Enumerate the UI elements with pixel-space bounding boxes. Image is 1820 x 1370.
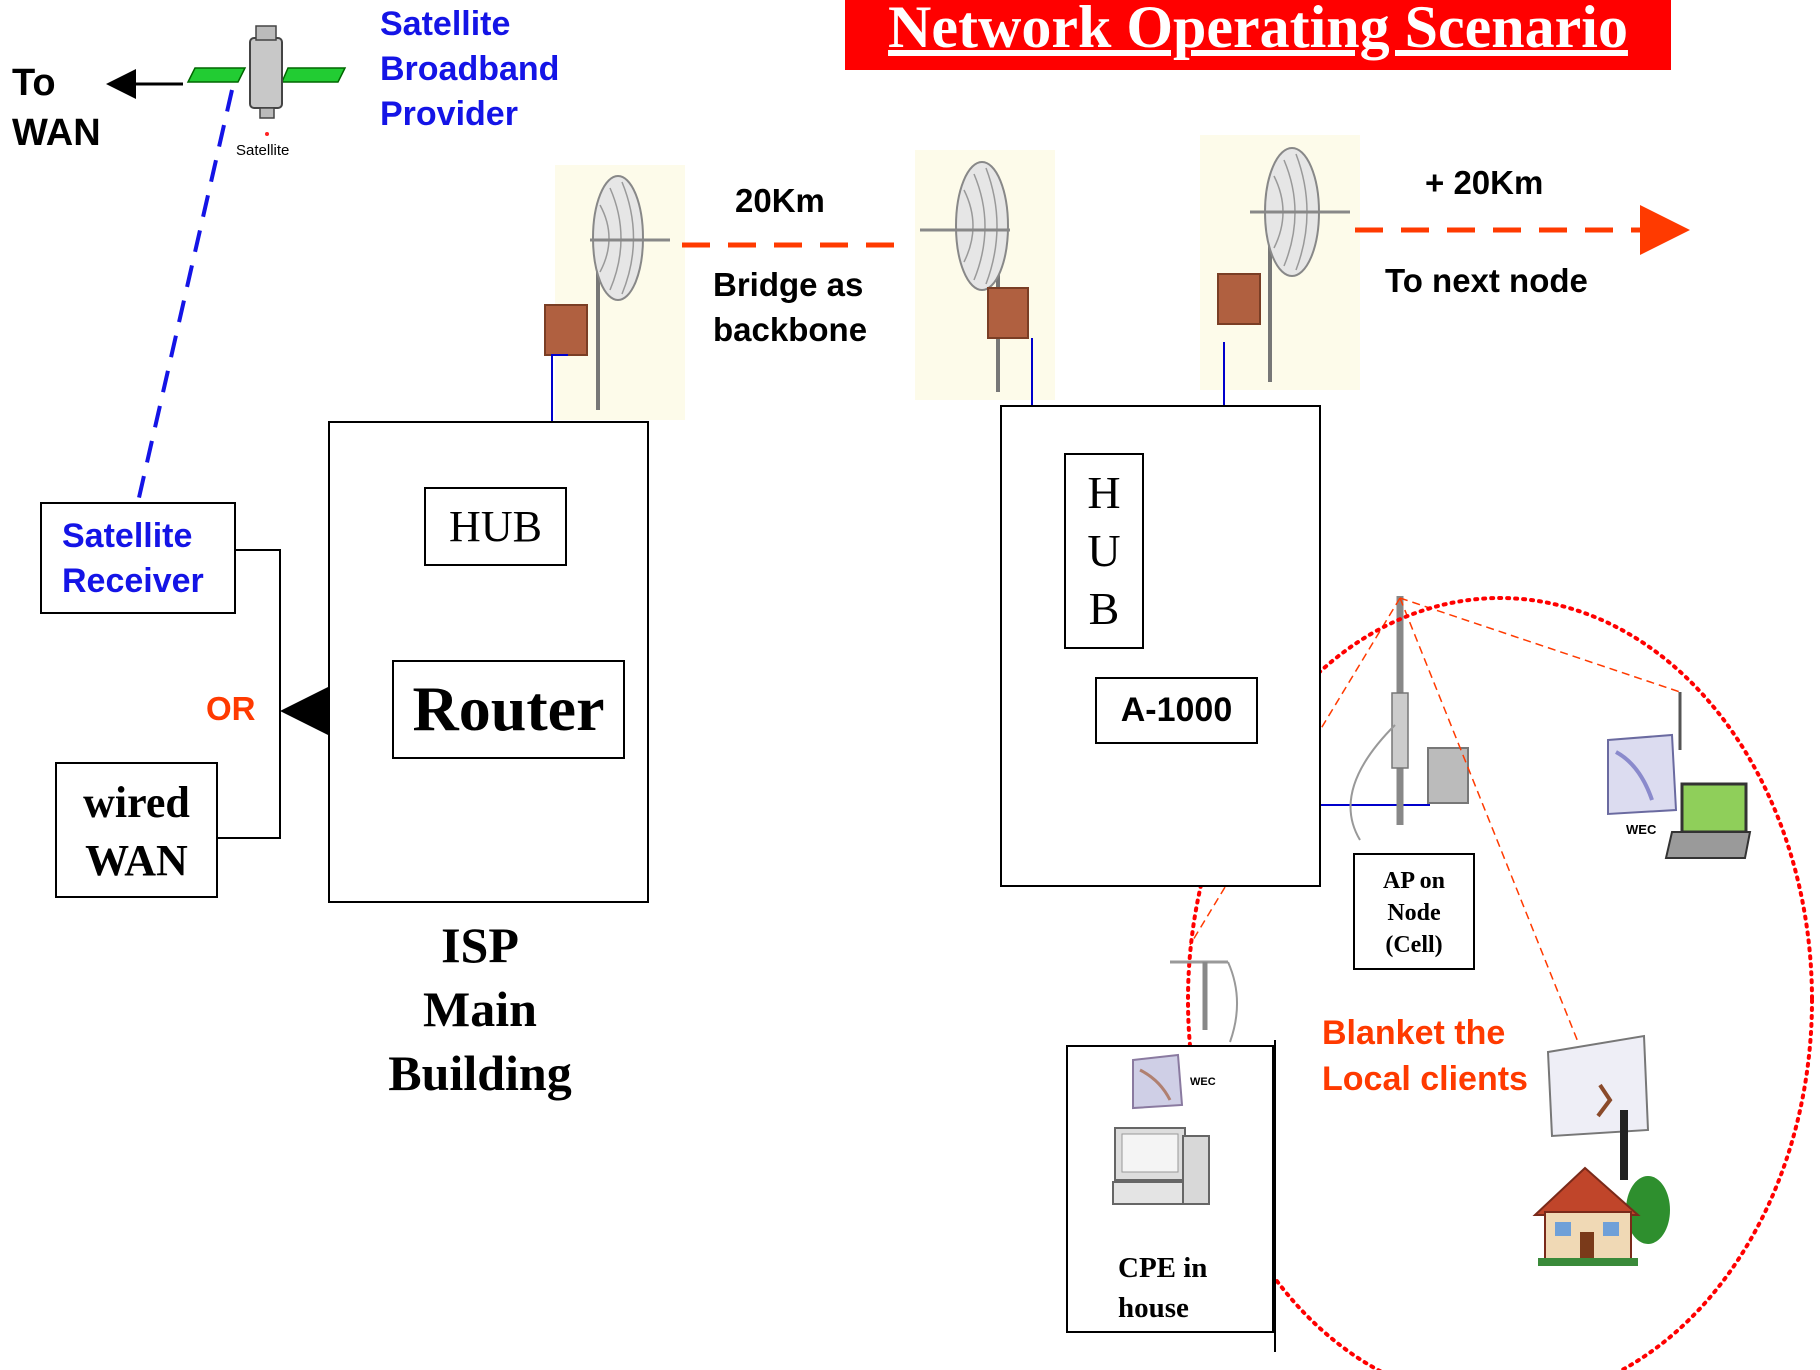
next-node-label: To next node — [1385, 262, 1588, 299]
wec-laptop-icon — [1607, 733, 1752, 859]
satellite-provider-label: Satellite Broadband Provider — [380, 5, 560, 133]
to-wan-label: To WAN — [12, 62, 101, 154]
isp-building-caption: ISP Main Building — [388, 917, 572, 1101]
bridge-label: Bridge as backbone — [713, 266, 868, 348]
coverage-circle — [1186, 596, 1814, 1370]
diagram-title: Network Operating Scenario — [888, 0, 1628, 60]
wec-device-icon — [1132, 1053, 1184, 1110]
title-bar — [845, 0, 1671, 70]
a1000-device[interactable]: A-1000 — [1095, 677, 1258, 744]
distance-label-2: + 20Km — [1425, 164, 1544, 201]
satellite-link — [136, 89, 234, 503]
router[interactable]: Router — [392, 660, 625, 759]
antenna-2-icon — [915, 150, 1055, 400]
node-building-box — [1000, 405, 1321, 887]
receiver-wire — [218, 549, 281, 839]
isp-hub[interactable]: HUB — [424, 487, 567, 566]
distance-label-1: 20Km — [735, 182, 825, 219]
antenna-1-icon — [544, 165, 685, 420]
node-hub[interactable]: H U B — [1064, 453, 1144, 649]
antenna-3-icon — [1200, 135, 1360, 390]
wired-wan[interactable]: wired WAN — [55, 762, 218, 898]
satellite-caption: Satellite — [236, 142, 290, 159]
wec-label-laptop: WEC — [1626, 822, 1657, 837]
wec-label-cpe: WEC — [1190, 1076, 1216, 1088]
satellite-receiver[interactable]: Satellite Receiver — [40, 502, 236, 614]
satellite-icon — [186, 25, 347, 136]
or-label: OR — [206, 690, 256, 727]
blanket-label: Blanket the Local clients — [1322, 1014, 1528, 1098]
access-point-icon — [1349, 596, 1469, 841]
cpe-label: CPE in house — [1118, 1252, 1208, 1324]
ap-caption-box: AP on Node (Cell) — [1353, 853, 1475, 970]
cpe-antenna-icon — [1170, 960, 1238, 1043]
desktop-computer-icon — [1112, 1127, 1210, 1205]
house-wec-icon — [1532, 1034, 1670, 1266]
